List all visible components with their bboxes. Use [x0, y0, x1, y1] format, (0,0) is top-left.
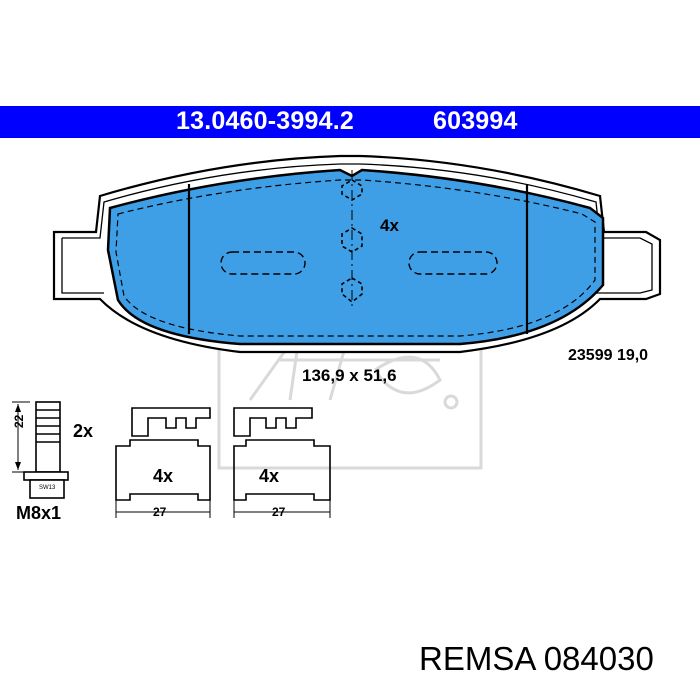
center-markers	[341, 170, 363, 310]
clip-2-drawing	[233, 407, 331, 518]
pad-dashed-outline	[115, 179, 596, 337]
bolt-height-dimension: 22	[12, 414, 26, 428]
slot-left	[220, 251, 306, 275]
pad-code: 23599 19,0	[568, 347, 649, 364]
brand-footer: REMSA 084030	[419, 640, 654, 677]
clip-1-drawing	[115, 407, 211, 518]
part-number: 13.0460-3994.2	[176, 107, 354, 135]
bolt-thread-size: M8x1	[16, 503, 62, 523]
clip-2-quantity: 4x	[259, 466, 280, 486]
pad-quantity: 4x	[380, 216, 399, 235]
bolt-wrench-size: SW13	[39, 485, 56, 491]
header-bar: 13.0460-3994.2 603994	[0, 106, 700, 138]
clip-1-width: 27	[153, 505, 167, 519]
pad-dimensions: 136,9 x 51,6	[302, 366, 397, 385]
bolt-quantity: 2x	[73, 421, 94, 441]
backing-plate-inner-line	[61, 163, 653, 294]
slot-right	[408, 251, 498, 275]
clip-2-width: 27	[272, 505, 286, 519]
clip-1-quantity: 4x	[153, 466, 174, 486]
reference-number: 603994	[433, 107, 518, 135]
friction-pad	[106, 168, 605, 346]
bolt-drawing	[12, 401, 69, 499]
